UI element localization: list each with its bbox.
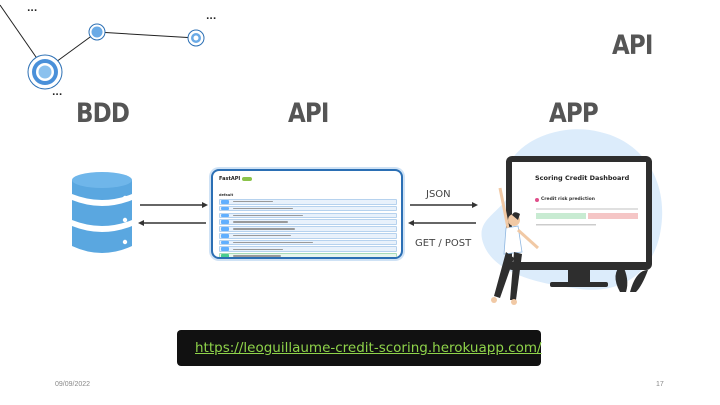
endpoint-path [233,221,288,223]
http-verb-badge [221,200,229,204]
api-section-label: default [219,193,234,197]
endpoint-path [233,214,303,217]
fastapi-brand: FastAPI [219,176,253,182]
http-verb-badge [221,206,229,211]
ellipsis-label: ... [206,12,217,22]
http-verb-badge [221,213,229,218]
api-endpoint-row [219,199,397,205]
dashboard-title: Scoring Credit Dashboard [535,174,630,182]
dashboard-subtitle: Credit risk prediction [541,197,595,202]
endpoint-path [233,207,293,210]
api-endpoint-row [219,212,397,219]
api-app-arrows [408,202,478,226]
endpoint-path [233,248,283,250]
heading-api: API [288,98,329,129]
app-url-link[interactable]: https://leoguillaume-credit-scoring.hero… [195,340,542,356]
http-verb-badge [221,247,229,252]
http-verb-badge [221,240,229,245]
ellipsis-label: ... [52,88,63,98]
bdd-api-arrows [138,202,208,226]
get-post-label: GET / POST [415,238,472,249]
endpoint-path [233,201,273,203]
slide-date: 09/09/2022 [55,381,91,388]
slide-title: API [612,30,653,61]
api-endpoint-row [219,253,397,257]
api-endpoint-row [219,219,397,225]
endpoint-path [233,241,313,244]
endpoint-path [233,235,291,237]
json-label: JSON [426,189,451,200]
api-endpoint-list [219,199,397,257]
api-endpoint-row [219,232,397,239]
api-endpoint-row [219,226,397,232]
app-url-bar: https://leoguillaume-credit-scoring.hero… [177,330,542,366]
app-illustration [481,129,663,305]
http-verb-badge [221,227,229,231]
http-verb-badge [221,254,229,257]
api-docs-screenshot: FastAPI default [211,169,403,259]
api-endpoint-row [219,246,397,253]
endpoint-path [233,255,281,257]
http-verb-badge [221,220,229,224]
database-icon [72,172,132,253]
network-graphic [0,4,205,90]
http-verb-badge [221,233,229,238]
endpoint-path [233,228,295,230]
page-number: 17 [656,381,664,388]
ellipsis-label: ... [27,4,38,14]
heading-bdd: BDD [76,98,130,129]
heading-app: APP [549,98,599,129]
api-endpoint-row [219,239,397,246]
api-endpoint-row [219,205,397,212]
